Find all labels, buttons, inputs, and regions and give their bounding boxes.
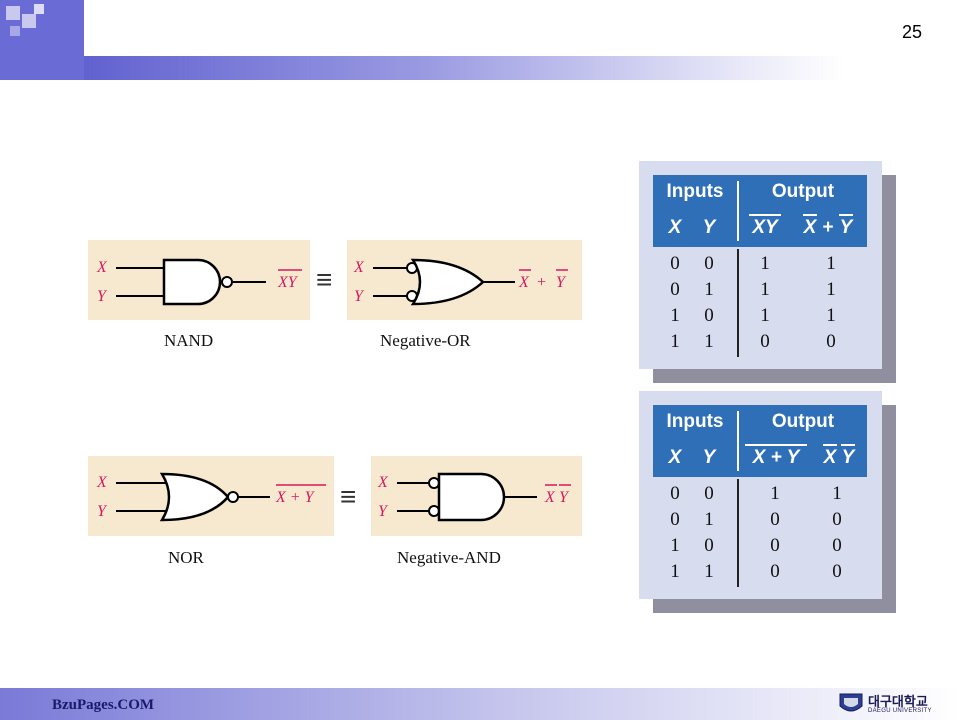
- nand-input-x: X: [96, 259, 108, 276]
- negative-or-gate-panel: X Y X + Y: [347, 240, 582, 320]
- truth-table-1: Inputs Output X Y XY X + Y 0 0 1 1 0 1 1…: [639, 161, 882, 369]
- truth-table-2-output-header: Output: [771, 411, 835, 432]
- nand-output-label: XY: [277, 274, 299, 291]
- university-logo-subtext: DAEGU UNIVERSITY: [868, 708, 932, 714]
- truth-table-2-cell: 1: [832, 483, 842, 504]
- truth-table-1-output-header: Output: [771, 181, 835, 202]
- truth-table-1-col-x: X: [668, 217, 682, 238]
- truth-table-2-cell: 0: [770, 535, 780, 556]
- truth-table-2-cell: 1: [670, 535, 680, 556]
- truth-table-1-cell: 1: [760, 279, 770, 300]
- header-deco-square: [22, 14, 36, 28]
- truth-table-2-inputs-header: Inputs: [666, 411, 724, 432]
- nand-gate-panel: X Y XY: [88, 240, 310, 320]
- truth-table-2-cell: 0: [770, 561, 780, 582]
- equivalence-symbol-top: ≡: [316, 264, 333, 295]
- truth-table-1-cell: 0: [670, 253, 680, 274]
- equivalence-symbol-bottom: ≡: [340, 481, 357, 512]
- truth-table-1-cell: 1: [826, 305, 836, 326]
- truth-table-1-cell: 1: [704, 279, 714, 300]
- university-emblem-icon: [839, 693, 863, 712]
- truth-table-1-cell: 1: [670, 331, 680, 352]
- truth-table-2-cell: 0: [670, 509, 680, 530]
- truth-table-1-body-divider: [737, 249, 739, 357]
- header-deco-square: [34, 4, 44, 14]
- truth-table-2-cell: 1: [670, 561, 680, 582]
- truth-table-1-cell: 0: [826, 331, 836, 352]
- nor-output-label: X + Y: [275, 489, 316, 506]
- truth-table-1-cell: 1: [704, 331, 714, 352]
- nand-caption: NAND: [164, 331, 214, 350]
- truth-table-2-cell: 1: [770, 483, 780, 504]
- truth-table-2-cell: 0: [704, 535, 714, 556]
- truth-table-1-cell: 1: [760, 253, 770, 274]
- negative-and-gate-symbol: X Y X Y: [377, 472, 571, 522]
- truth-table-2: Inputs Output X Y X + Y X Y 0 0 1 1 0 1 …: [639, 391, 882, 599]
- truth-table-1-header-divider: [737, 181, 739, 241]
- truth-table-1-header: Inputs Output X Y XY X + Y: [653, 175, 867, 247]
- truth-table-2-cell: 0: [832, 535, 842, 556]
- header-deco-square: [6, 6, 20, 20]
- truth-table-1-col-y-bar: Y: [839, 214, 853, 239]
- negative-or-output-y: Y: [556, 274, 567, 291]
- negative-and-output-y: Y: [559, 489, 570, 506]
- truth-table-2-col-y: Y: [702, 447, 716, 468]
- negative-or-output-x: X: [518, 274, 530, 291]
- nor-input-x: X: [96, 474, 108, 491]
- header-gradient-bar: [84, 56, 844, 80]
- negative-and-gate-panel: X Y X Y: [371, 456, 582, 536]
- truth-table-2-cell: 1: [704, 561, 714, 582]
- truth-table-2-col-x-plus-y-bar: X + Y: [745, 444, 807, 469]
- negative-and-caption: Negative-AND: [397, 548, 501, 567]
- university-logo-text: 대구대학교: [868, 694, 928, 709]
- truth-table-2-col-y-bar: Y: [841, 444, 855, 469]
- truth-table-2-cell: 0: [770, 509, 780, 530]
- nor-gate-symbol: X Y X + Y: [96, 472, 326, 522]
- negative-or-caption: Negative-OR: [380, 331, 471, 350]
- truth-table-2-col-x: X: [668, 447, 682, 468]
- nor-caption: NOR: [168, 548, 204, 567]
- truth-table-1-cell: 0: [670, 279, 680, 300]
- header-deco-square: [10, 26, 20, 36]
- footer-gradient-bar: [0, 688, 960, 720]
- truth-table-1-cell: 1: [826, 253, 836, 274]
- truth-table-1-inputs-header: Inputs: [666, 181, 724, 202]
- negative-and-input-x: X: [377, 474, 389, 491]
- negative-or-input-y: Y: [354, 288, 365, 305]
- truth-table-2-header-divider: [737, 411, 739, 471]
- truth-table-2-col-x-bar: X: [823, 444, 837, 469]
- nand-input-y: Y: [97, 288, 108, 305]
- truth-table-2-cell: 0: [670, 483, 680, 504]
- truth-table-1-cell: 1: [760, 305, 770, 326]
- truth-table-1-cell: 0: [704, 253, 714, 274]
- truth-table-1-cell: 1: [670, 305, 680, 326]
- page-number: 25: [901, 22, 922, 42]
- truth-table-2-header: Inputs Output X Y X + Y X Y: [653, 405, 867, 477]
- truth-table-2-cell: 1: [704, 509, 714, 530]
- truth-table-2-cell: 0: [832, 509, 842, 530]
- nor-input-y: Y: [97, 503, 108, 520]
- negative-and-input-y: Y: [378, 503, 389, 520]
- truth-table-1-cell: 1: [826, 279, 836, 300]
- truth-table-1-cell: 0: [704, 305, 714, 326]
- truth-table-1-cell: 0: [760, 331, 770, 352]
- nand-gate-symbol: X Y XY: [96, 258, 302, 306]
- truth-table-2-cell: 0: [832, 561, 842, 582]
- negative-or-output-plus: +: [537, 274, 546, 291]
- truth-table-2-body-divider: [737, 479, 739, 587]
- negative-and-output-x: X: [544, 489, 556, 506]
- negative-or-input-x: X: [353, 259, 365, 276]
- nor-gate-panel: X Y X + Y: [88, 456, 334, 536]
- footer-site-name: BzuPages.COM: [52, 697, 155, 713]
- truth-table-1-col-plus: +: [822, 217, 834, 238]
- negative-or-gate-symbol: X Y X + Y: [353, 258, 568, 306]
- truth-table-1-col-x-bar: X: [803, 214, 817, 239]
- truth-table-2-cell: 0: [704, 483, 714, 504]
- truth-table-1-col-y: Y: [702, 217, 716, 238]
- truth-table-1-col-xy-bar: XY: [749, 214, 781, 239]
